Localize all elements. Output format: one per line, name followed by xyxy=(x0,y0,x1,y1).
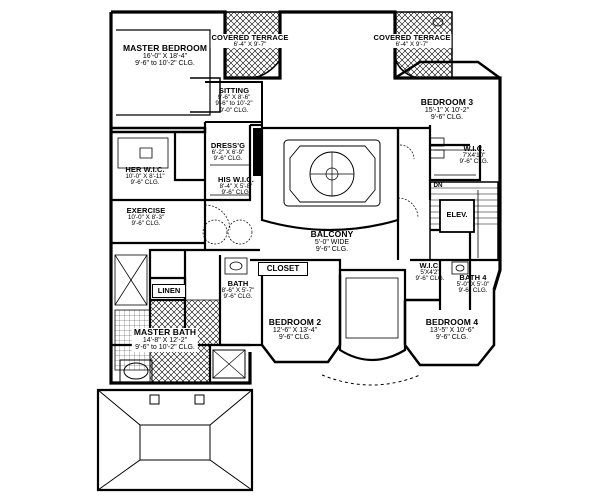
bedroom3-name: BEDROOM 3 xyxy=(420,97,474,107)
covered-terrace-left-name: COVERED TERRACE xyxy=(211,33,289,42)
bedroom3-bay xyxy=(394,60,501,80)
room-her-wic: HER W.I.C. 10'-0" X 8'-11" 9'-6" CLG. xyxy=(125,166,164,187)
bath-name: BATH xyxy=(227,279,249,288)
shower xyxy=(114,254,148,306)
exercise-name: EXERCISE xyxy=(126,206,166,215)
stair xyxy=(429,181,499,261)
balcony-dims: 5'-0" WIDE xyxy=(314,238,350,246)
stair-down-text: DN xyxy=(433,182,443,189)
sitting-name: SITTING xyxy=(218,86,250,95)
room-covered-terrace-left: COVERED TERRACE 6'-4" X 9'-7" xyxy=(210,33,290,49)
room-wic-bath4: W.I.C. 5'X4'2" 9'-6" CLG. xyxy=(416,262,445,283)
room-bedroom4: BEDROOM 4 13'-5" X 10'-6" 9'-6" CLG. xyxy=(426,318,478,342)
room-bedroom3: BEDROOM 3 15'-1" X 10'-2" 9'-6" CLG. xyxy=(421,98,473,122)
his-wic-dims: 8'-4" X 5'-8" xyxy=(219,182,253,190)
her-wic-name: HER W.I.C. xyxy=(125,165,165,174)
master-bath-name: MASTER BATH xyxy=(133,327,197,337)
room-wic-bedroom3: W.I.C. 7'X4'10" 9'-6" CLG. xyxy=(460,145,489,166)
bath4-clg: 9'-6" CLG. xyxy=(458,287,488,295)
master-bedroom-dims: 16'-0" X 18'-4" xyxy=(142,52,188,60)
sitting-dims: 9'-6" X 8'-6" xyxy=(217,93,251,101)
bedroom4-walls xyxy=(403,290,496,367)
bath-clg: 9'-6" CLG. xyxy=(223,293,253,301)
bathtub xyxy=(119,359,153,383)
room-covered-terrace-right: COVERED TERRACE 6'-4" X 9'-7" xyxy=(372,33,452,49)
room-bedroom2: BEDROOM 2 12'-6" X 13'-4" 9'-6" CLG. xyxy=(269,318,321,342)
bedroom4-clg: 9'-6" CLG. xyxy=(435,334,469,342)
room-sitting: SITTING 9'-6" X 8'-6" 9'-6" to 10'-2" 9'… xyxy=(215,87,252,115)
bedroom2-clg: 9'-6" CLG. xyxy=(278,334,312,342)
sitting-clg2: 9'-0" CLG. xyxy=(219,107,249,115)
exercise-clg: 9'-6" CLG. xyxy=(131,220,161,228)
room-his-wic: HIS W.I.C. 8'-4" X 5'-8" 9'-6" CLG. xyxy=(218,176,254,197)
his-wic-clg: 9'-6" CLG. xyxy=(221,189,251,197)
room-elevator: ELEV. xyxy=(446,210,468,219)
bedroom3-dims: 15'-1" X 10'-2" xyxy=(424,106,470,114)
door-swings xyxy=(202,144,419,245)
wic-bath4-dims: 5'X4'2" xyxy=(420,268,440,276)
master-bath-dims: 14'-8" X 12'-2" xyxy=(142,336,188,344)
dressing-clg: 9'-6" CLG. xyxy=(213,155,243,163)
bath4-dims: 5'-0" X 5'-0" xyxy=(456,280,490,288)
dressing-dims: 6'-2" X 6'-9" xyxy=(211,148,245,156)
center-bay xyxy=(321,268,421,386)
room-bath4: BATH 4 5'-0" X 5'-0" 9'-6" CLG. xyxy=(457,274,490,295)
wic-bedroom3-clg: 9'-6" CLG. xyxy=(459,158,489,166)
wic-bedroom3-dims: 7'X4'10" xyxy=(462,151,486,159)
balcony-clg: 9'-6" CLG. xyxy=(315,246,349,254)
entry-portico xyxy=(96,388,254,492)
stair-down-marker: DN xyxy=(433,182,443,190)
bedroom3-clg: 9'-6" CLG. xyxy=(430,114,464,122)
exercise-dims: 10'-0" X 8'-3" xyxy=(127,213,165,221)
room-exercise: EXERCISE 10'-0" X 8'-3" 9'-6" CLG. xyxy=(127,207,166,228)
bedroom2-name: BEDROOM 2 xyxy=(268,317,322,327)
bath-fixtures xyxy=(224,17,469,275)
room-bath: BATH 8'-6" X 5'-7" 9'-6" CLG. xyxy=(221,279,255,302)
master-bedroom-name: MASTER BEDROOM xyxy=(122,43,208,53)
covered-terrace-right-dims: 6'-4" X 9'-7" xyxy=(395,40,429,48)
covered-terrace-right-name: COVERED TERRACE xyxy=(373,33,451,42)
master-bedroom-clg: 9'-6" to 10'-2" CLG. xyxy=(135,60,195,68)
balcony-ornament xyxy=(260,126,400,232)
balcony-name: BALCONY xyxy=(310,229,354,239)
master-bath-clg: 9'-6" to 10'-2" CLG. xyxy=(135,344,195,352)
wic-bath4-name: W.I.C. xyxy=(419,261,441,270)
wic-bath4-clg: 9'-6" CLG. xyxy=(415,275,445,283)
her-wic-clg: 9'-6" CLG. xyxy=(130,179,160,187)
room-balcony: BALCONY 5'-0" WIDE 9'-6" CLG. xyxy=(311,230,354,254)
sitting-clg: 9'-6" to 10'-2" xyxy=(215,100,253,108)
his-wic-name: HIS W.I.C. xyxy=(217,175,255,184)
bath4-name: BATH 4 xyxy=(459,273,487,282)
her-wic-dims: 10'-0" X 8'-11" xyxy=(125,172,165,180)
room-linen: LINEN xyxy=(152,284,186,298)
room-master-bath: MASTER BATH 14'-8" X 12'-2" 9'-6" to 10'… xyxy=(131,327,199,352)
bedroom4-dims: 13'-5" X 10'-6" xyxy=(429,326,475,334)
room-dressing: DRESS'G 6'-2" X 6'-9" 9'-6" CLG. xyxy=(211,142,245,163)
closet-shelving xyxy=(117,137,476,196)
covered-terrace-left-dims: 6'-4" X 9'-7" xyxy=(233,40,267,48)
dressing-name: DRESS'G xyxy=(210,141,246,150)
wic-bedroom3-name: W.I.C. xyxy=(463,144,485,153)
bath-dims: 8'-6" X 5'-7" xyxy=(221,286,255,294)
bedroom4-name: BEDROOM 4 xyxy=(425,317,479,327)
bedroom2-dims: 12'-6" X 13'-4" xyxy=(272,326,318,334)
room-closet: CLOSET xyxy=(258,262,308,276)
structural-column xyxy=(253,128,262,176)
room-master-bedroom: MASTER BEDROOM 16'-0" X 18'-4" 9'-6" to … xyxy=(123,44,207,68)
